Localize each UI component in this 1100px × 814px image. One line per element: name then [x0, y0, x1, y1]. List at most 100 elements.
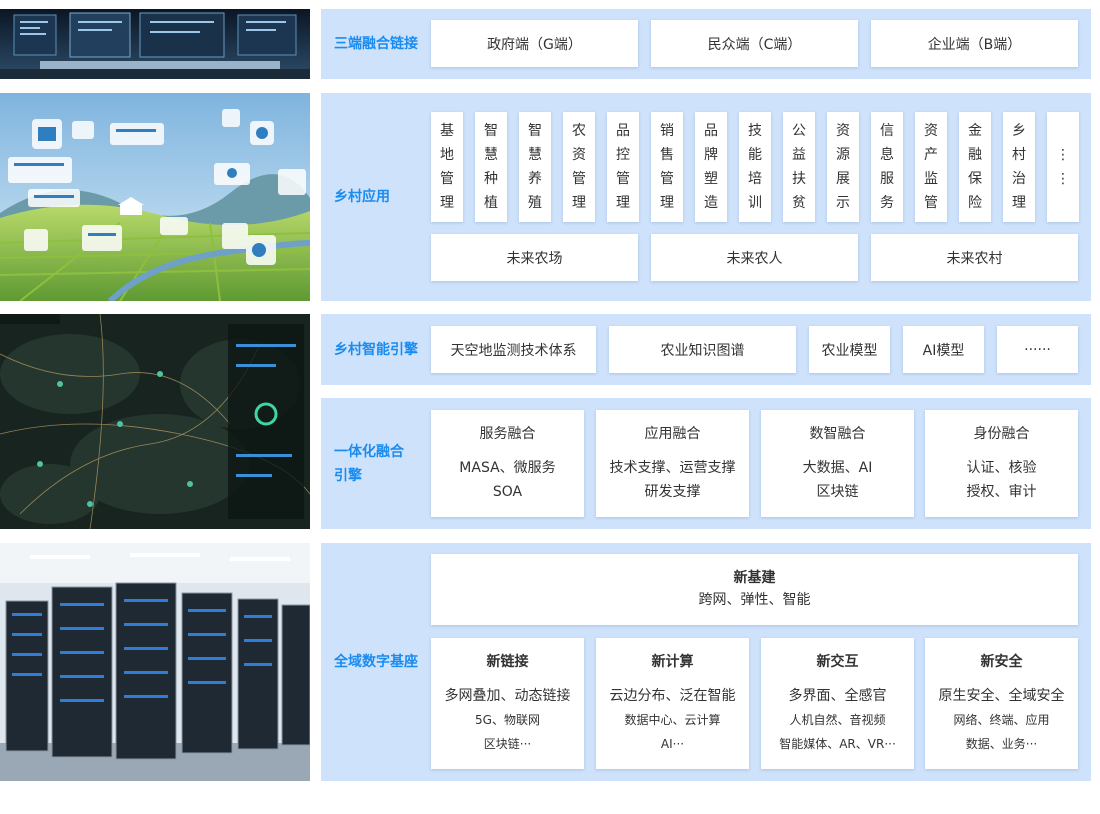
rural-app-char: 村: [1012, 147, 1026, 163]
more-apps-item: ⋮⋮: [1047, 112, 1079, 222]
rural-app-item: 智慧养殖: [519, 112, 551, 222]
server-room-photo: [0, 543, 310, 781]
rural-app-char: ⋮: [1056, 171, 1070, 187]
government-end-box: 政府端（G端）: [431, 20, 638, 67]
card-line: 认证、核验: [966, 460, 1037, 476]
new-infrastructure-card: 新基建 跨网、弹性、智能: [431, 554, 1078, 625]
card-title: 新链接: [486, 654, 529, 670]
rural-app-char: 服: [880, 171, 894, 187]
rural-app-char: 管: [924, 195, 938, 211]
rural-app-char: 管: [616, 171, 630, 187]
control-room-photo: [0, 9, 310, 79]
rural-app-char: 慧: [484, 147, 498, 163]
infra-title: 新基建: [733, 570, 776, 586]
rural-app-char: 农: [572, 123, 586, 139]
rural-app-char: 息: [880, 147, 894, 163]
card-title: 数智融合: [809, 426, 866, 442]
rural-app-char: 金: [968, 123, 982, 139]
new-interaction-card: 新交互 多界面、全感官 人机自然、音视频 智能媒体、AR、VR···: [761, 638, 914, 769]
card-line: 智能媒体、AR、VR···: [779, 737, 896, 751]
card-line: 技术支撑、运营支撑: [609, 460, 736, 476]
new-compute-card: 新计算 云边分布、泛在智能 数据中心、云计算 AI···: [596, 638, 749, 769]
rural-app-char: 牌: [704, 147, 718, 163]
rural-app-char: 造: [704, 195, 718, 211]
monitoring-system-box: 天空地监测技术体系: [431, 326, 596, 373]
fusion-label: 一体化融合引擎: [334, 444, 404, 484]
rural-app-char: 理: [616, 195, 630, 211]
rural-app-item: 智慧种植: [475, 112, 507, 222]
rural-app-item: 金融保险: [959, 112, 991, 222]
card-line: 5G、物联网: [475, 713, 540, 727]
future-village-box: 未来农村: [871, 234, 1078, 281]
rural-apps-label: 乡村应用: [334, 189, 390, 205]
rural-app-item: 品控管理: [607, 112, 639, 222]
rural-app-char: 塑: [704, 171, 718, 187]
digital-base-label: 全域数字基座: [334, 654, 418, 670]
card-main: 多界面、全感官: [788, 688, 887, 704]
rural-app-char: 智: [484, 123, 498, 139]
infra-subtitle: 跨网、弹性、智能: [698, 592, 811, 608]
rural-app-char: 销: [660, 123, 674, 139]
links-label: 三端融合链接: [334, 36, 418, 52]
card-line: 大数据、AI: [802, 460, 873, 476]
rural-app-char: 慧: [528, 147, 542, 163]
rural-app-char: 理: [440, 195, 454, 211]
app-fusion-card: 应用融合 技术支撑、运营支撑 研发支撑: [596, 410, 749, 517]
rural-app-char: 植: [484, 195, 498, 211]
rural-app-char: ⋮: [1056, 147, 1070, 163]
future-farm-box: 未来农场: [431, 234, 638, 281]
rural-app-char: 源: [836, 147, 850, 163]
rural-app-char: 险: [968, 195, 982, 211]
rural-app-char: 理: [572, 195, 586, 211]
data-intelligence-fusion-card: 数智融合 大数据、AI 区块链: [761, 410, 914, 517]
rural-app-char: 扶: [792, 171, 806, 187]
rural-app-item: 销售管理: [651, 112, 683, 222]
card-title: 新计算: [651, 654, 694, 670]
card-line: SOA: [492, 484, 523, 500]
rural-app-item: 基地管理: [431, 112, 463, 222]
rural-landscape-illustration: [0, 93, 310, 301]
rural-app-char: 乡: [1012, 123, 1026, 139]
rural-app-char: 资: [572, 147, 586, 163]
rural-app-char: 售: [660, 147, 674, 163]
future-farmer-box: 未来农人: [651, 234, 858, 281]
card-line: 区块链: [816, 484, 859, 500]
card-title: 应用融合: [644, 426, 701, 442]
rural-app-char: 信: [880, 123, 894, 139]
more-engine-box: ······: [997, 326, 1078, 373]
rural-app-char: 管: [440, 171, 454, 187]
new-link-card: 新链接 多网叠加、动态链接 5G、物联网 区块链···: [431, 638, 584, 769]
rural-app-char: 种: [484, 171, 498, 187]
rural-app-char: 地: [440, 147, 454, 163]
card-title: 服务融合: [479, 426, 536, 442]
agri-model-box: 农业模型: [809, 326, 890, 373]
rural-app-char: 培: [748, 171, 762, 187]
knowledge-graph-box: 农业知识图谱: [609, 326, 796, 373]
rural-app-char: 示: [836, 195, 850, 211]
rural-app-char: 公: [792, 123, 806, 139]
card-line: 数据中心、云计算: [624, 713, 721, 727]
rural-app-char: 训: [748, 195, 762, 211]
citizen-end-box: 民众端（C端）: [651, 20, 858, 67]
rural-app-char: 品: [704, 123, 718, 139]
rural-app-char: 理: [1012, 195, 1026, 211]
card-line: AI···: [660, 737, 685, 751]
card-main: 多网叠加、动态链接: [444, 688, 571, 704]
ai-model-box: AI模型: [903, 326, 984, 373]
rural-app-char: 贫: [792, 195, 806, 211]
rural-app-char: 管: [572, 171, 586, 187]
card-line: 研发支撑: [644, 484, 701, 500]
service-fusion-card: 服务融合 MASA、微服务 SOA: [431, 410, 584, 517]
rural-app-char: 技: [748, 123, 762, 139]
new-security-card: 新安全 原生安全、全域安全 网络、终端、应用 数据、业务···: [925, 638, 1078, 769]
card-title: 新安全: [980, 654, 1023, 670]
rural-app-char: 基: [440, 123, 454, 139]
card-main: 原生安全、全域安全: [938, 688, 1065, 704]
card-line: 人机自然、音视频: [789, 713, 886, 727]
rural-app-char: 控: [616, 147, 630, 163]
card-line: 授权、审计: [966, 484, 1037, 500]
rural-app-item: 资产监管: [915, 112, 947, 222]
card-line: 区块链···: [483, 737, 532, 751]
rural-app-item: 信息服务: [871, 112, 903, 222]
rural-app-char: 务: [880, 195, 894, 211]
